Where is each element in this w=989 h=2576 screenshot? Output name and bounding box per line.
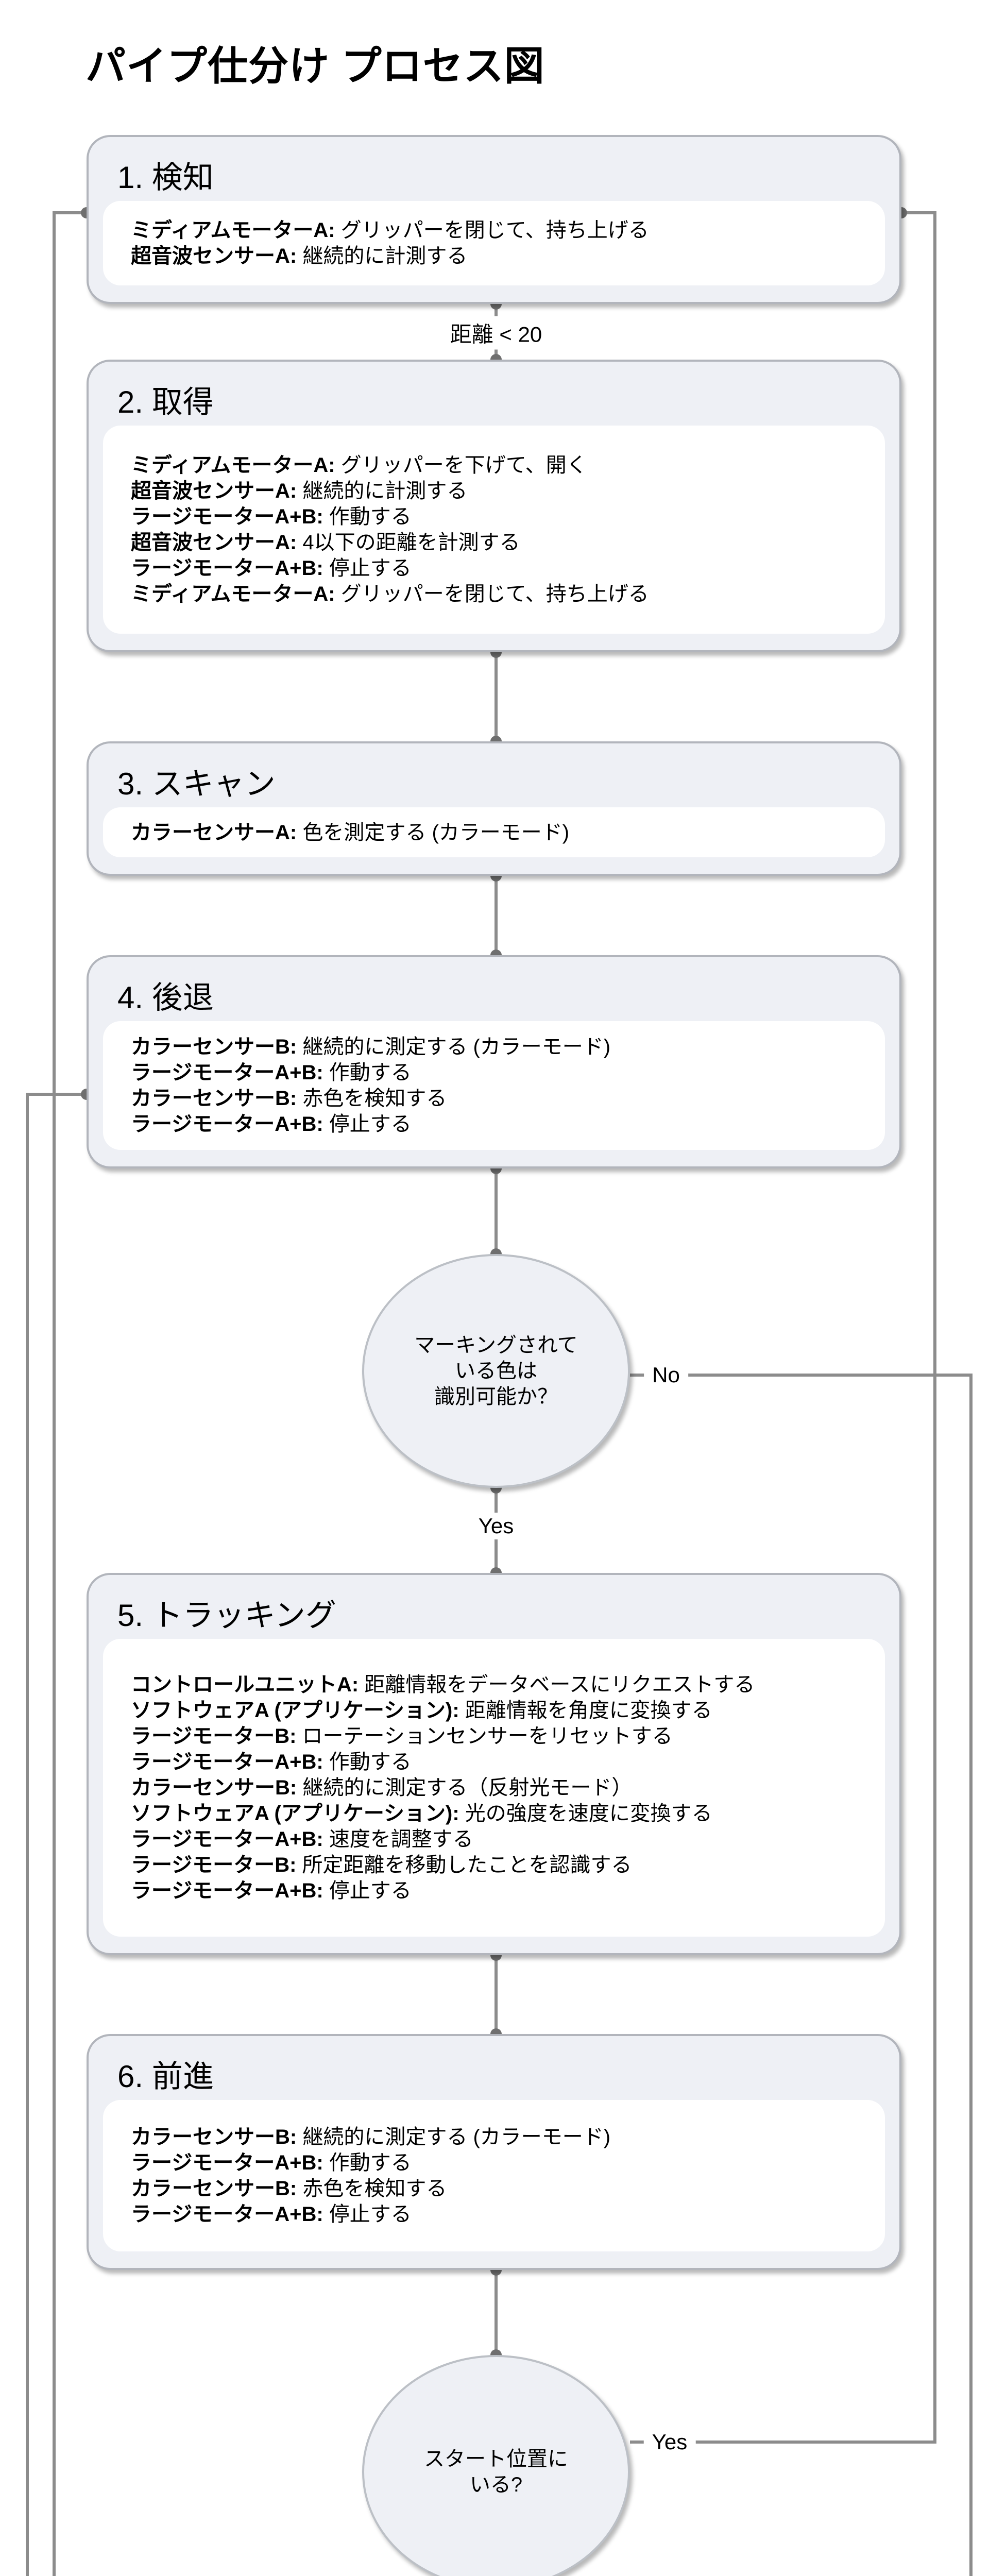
statement-line: ソフトウェアA (アプリケーション): 距離情報を角度に変換する: [131, 1699, 712, 1722]
statement-line: ミディアムモーターA: グリッパーを下げて、開く: [131, 454, 587, 477]
statement-line: ミディアムモーターA: グリッパーを閉じて、持ち上げる: [131, 219, 649, 242]
connector-loop-8-4-vertical: [26, 1093, 29, 2576]
decision-circle-2: スタート位置に いる?: [362, 2355, 630, 2576]
statement-line: ラージモーターA+B: 作動する: [131, 1061, 412, 1084]
connector-loop-no-horizontal: [630, 1374, 971, 1377]
statement-line: ラージモーターA+B: 速度を調整する: [131, 1828, 473, 1851]
statement-line: カラーセンサーA: 色を測定する (カラーモード): [131, 821, 570, 844]
statement-line: カラーセンサーB: 赤色を検知する: [131, 2177, 447, 2200]
statement-line: コントロールユニットA: 距離情報をデータベースにリクエストする: [131, 1673, 755, 1696]
statement-line: ラージモーターA+B: 停止する: [131, 557, 412, 580]
box-title: 2. 取得: [117, 385, 214, 419]
connector-loop-yes-horizontal: [630, 2441, 935, 2444]
statement-line: ソフトウェアA (アプリケーション): 光の強度を速度に変換する: [131, 1802, 712, 1825]
box-content: カラーセンサーB: 継続的に測定する (カラーモード) ラージモーターA+B: 作…: [103, 1021, 885, 1150]
connector-loop-7-1-top: [53, 211, 87, 214]
process-box-6-forward: 6. 前進 カラーセンサーB: 継続的に測定する (カラーモード) ラージモーター…: [87, 2034, 901, 2270]
connector-loop-no-vertical: [969, 1374, 973, 2576]
process-box-3-scan: 3. スキャン カラーセンサーA: 色を測定する (カラーモード): [87, 741, 901, 876]
decision-text: スタート位置に いる?: [424, 2448, 568, 2496]
box-title: 5. トラッキング: [117, 1598, 336, 1633]
statement-line: 超音波センサーA: 4以下の距離を計測する: [131, 531, 520, 554]
connector-line-2-3: [494, 652, 498, 741]
connector-loop-yes-top: [901, 211, 935, 214]
edge-label-yes-2: Yes: [643, 2429, 696, 2455]
statement-line: ラージモーターA+B: 停止する: [131, 1879, 412, 1902]
box-content: ミディアムモーターA: グリッパーを下げて、開く超音波センサーA: 継続的に計測…: [103, 426, 885, 634]
box-content: カラーセンサーA: 色を測定する (カラーモード): [103, 807, 885, 857]
connector-line-5-6: [494, 1955, 498, 2034]
statement-line: ラージモーターB: ローテーションセンサーをリセットする: [131, 1725, 673, 1748]
box-title: 3. スキャン: [117, 767, 276, 801]
box-content: ミディアムモーターA: グリッパーを閉じて、持ち上げる超音波センサーA: 継続的…: [103, 201, 885, 285]
statement-line: 超音波センサーA: 継続的に計測する: [131, 245, 468, 267]
box-content: カラーセンサーB: 継続的に測定する (カラーモード) ラージモーターA+B: 作…: [103, 2100, 885, 2251]
connector-line-4-d1: [494, 1168, 498, 1254]
box-title: 1. 検知: [117, 160, 214, 195]
process-box-5-tracking: 5. トラッキング コントロールユニットA: 距離情報をデータベースにリクエスト…: [87, 1573, 901, 1955]
edge-label-distance: 距離 < 20: [441, 316, 551, 350]
statement-line: ラージモーターA+B: 作動する: [131, 2151, 412, 2174]
statement-line: カラーセンサーB: 継続的に測定する (カラーモード): [131, 2126, 611, 2148]
box-content: コントロールユニットA: 距離情報をデータベースにリクエストするソフトウェアA …: [103, 1639, 885, 1937]
statement-line: ミディアムモーターA: グリッパーを閉じて、持ち上げる: [131, 583, 649, 605]
process-box-2-acquire: 2. 取得 ミディアムモーターA: グリッパーを下げて、開く超音波センサーA: …: [87, 360, 901, 652]
decision-text: マーキングされて いる色は 識別可能か？: [414, 1334, 578, 1408]
decision-circle-1: マーキングされて いる色は 識別可能か？: [362, 1254, 630, 1488]
statement-line: ラージモーターA+B: 作動する: [131, 1751, 412, 1773]
connector-line-6-d2: [494, 2270, 498, 2355]
statement-line: ラージモーターB: 所定距離を移動したことを認識する: [131, 1854, 632, 1876]
edge-label-no-1: No: [644, 1362, 688, 1388]
statement-line: カラーセンサーB: 赤色を検知する: [131, 1087, 447, 1110]
diagram-title: パイプ仕分け プロセス図: [86, 43, 545, 89]
statement-line: 超音波センサーA: 継続的に計測する: [131, 480, 468, 502]
connector-loop-8-4-top: [26, 1093, 87, 1096]
process-box-4-retreat: 4. 後退 カラーセンサーB: 継続的に測定する (カラーモード) ラージモーター…: [87, 955, 901, 1168]
statement-line: ラージモーターA+B: 停止する: [131, 2203, 412, 2226]
process-box-1-detect: 1. 検知 ミディアムモーターA: グリッパーを閉じて、持ち上げる超音波センサー…: [87, 135, 901, 304]
statement-line: カラーセンサーB: 継続的に測定する（反射光モード）: [131, 1776, 633, 1799]
connector-line-3-4: [494, 876, 498, 955]
connector-loop-7-1-vertical: [53, 211, 56, 2576]
edge-label-yes-1: Yes: [470, 1513, 522, 1539]
statement-line: ラージモーターA+B: 作動する: [131, 505, 412, 528]
statement-line: カラーセンサーB: 継続的に測定する (カラーモード): [131, 1036, 611, 1058]
statement-line: ラージモーターA+B: 停止する: [131, 1113, 412, 1136]
box-title: 4. 後退: [117, 980, 214, 1015]
connector-loop-yes-vertical: [933, 211, 936, 2444]
box-title: 6. 前進: [117, 2059, 214, 2094]
